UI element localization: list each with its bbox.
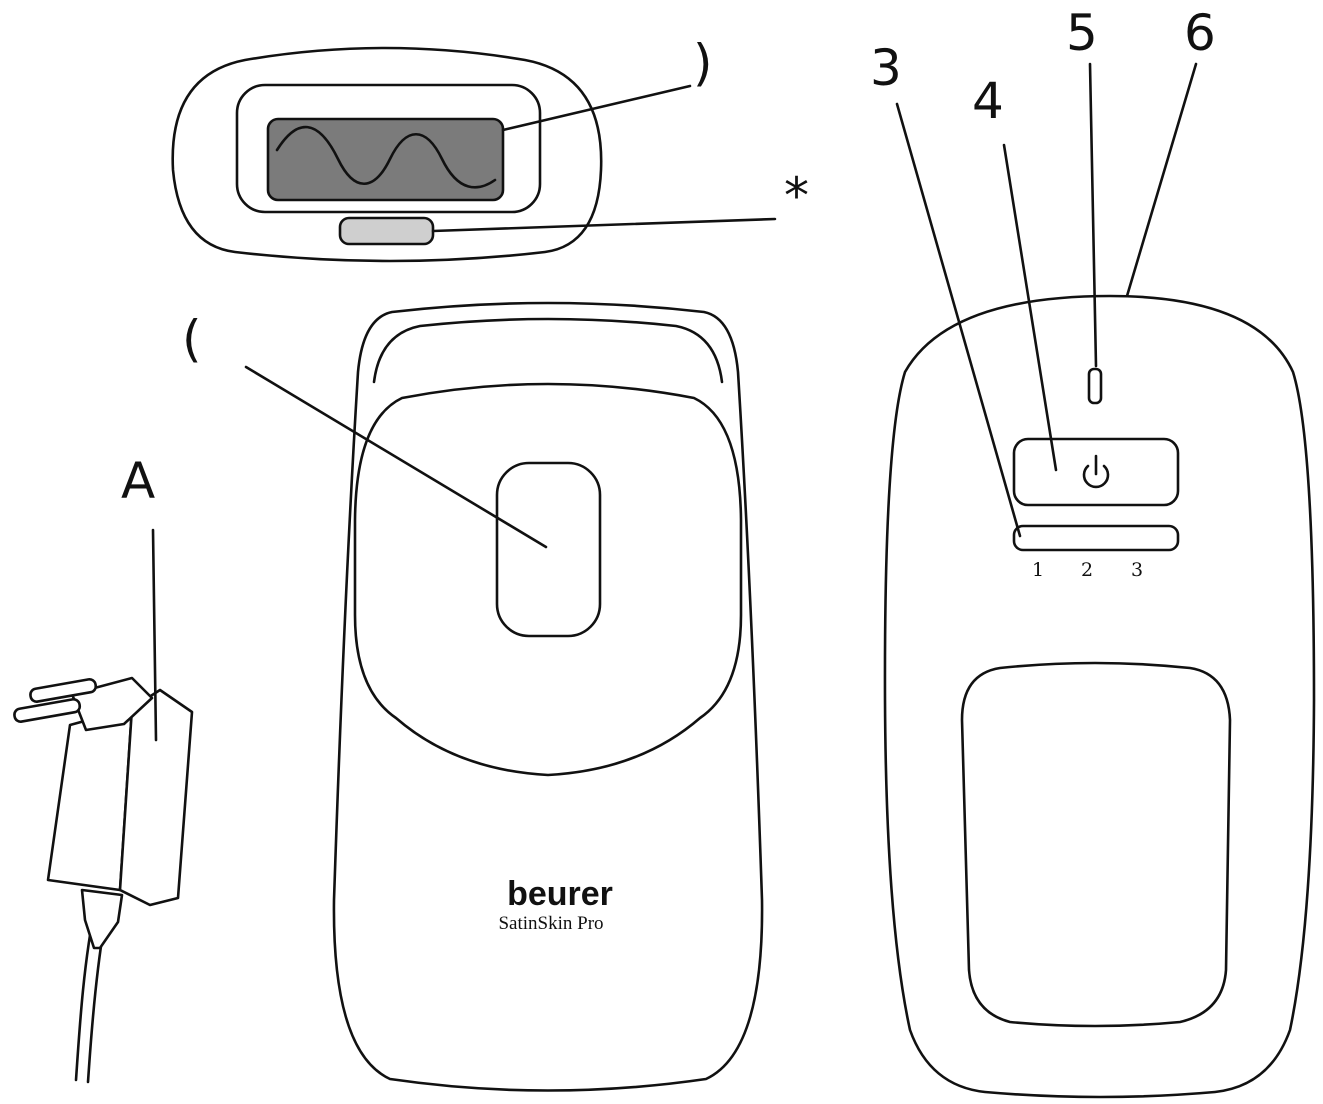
adapter-cable-strain-relief (80, 888, 124, 950)
label-handpiece-window: ( (182, 310, 202, 368)
indicator-light (1087, 367, 1103, 405)
attachment-window (266, 117, 505, 202)
attachment-wave-line (275, 125, 497, 189)
callout-line-adapter (151, 528, 158, 742)
intensity-display (1012, 524, 1180, 552)
callout-line-indicator-light (1088, 62, 1098, 368)
intensity-scale-2: 2 (1081, 559, 1093, 581)
label-intensity-display: 3 (870, 39, 902, 97)
callout-line-device-top (1125, 62, 1198, 298)
callout-line-power-button (1002, 143, 1058, 472)
adapter-body-side (46, 706, 134, 892)
attachment-head: ) * (171, 34, 809, 263)
attachment-sensor (338, 216, 435, 246)
power-icon (1082, 454, 1110, 489)
power-adapter: A (13, 452, 194, 1084)
intensity-scale-3: 3 (1131, 559, 1143, 581)
label-power-button: 4 (972, 72, 1004, 130)
label-indicator-light: 5 (1066, 4, 1098, 62)
intensity-scale-1: 1 (1032, 559, 1044, 581)
handpiece-head-contour (372, 317, 724, 384)
callout-line-attachment-window (501, 84, 692, 132)
adapter-prong-lower (13, 698, 82, 723)
callout-line-intensity-display (895, 102, 1022, 538)
brand-logo: beurer (507, 875, 613, 913)
callout-line-attachment-sensor (431, 217, 777, 233)
model-name: SatinSkin Pro (498, 913, 603, 934)
back-grip-panel (960, 661, 1232, 1028)
handpiece-front: ( beurer SatinSkin Pro (182, 301, 764, 1092)
callout-line-handpiece-window (244, 365, 548, 549)
label-attachment-window: ) (693, 34, 713, 92)
adapter-body-front (118, 688, 194, 907)
adapter-prong-upper (29, 678, 98, 703)
label-device-top: 6 (1184, 4, 1216, 62)
handpiece-back: 1 2 3 3 4 5 6 (870, 4, 1316, 1099)
label-adapter: A (121, 452, 155, 510)
label-attachment-sensor: * (784, 167, 809, 225)
handpiece-window (495, 461, 602, 638)
